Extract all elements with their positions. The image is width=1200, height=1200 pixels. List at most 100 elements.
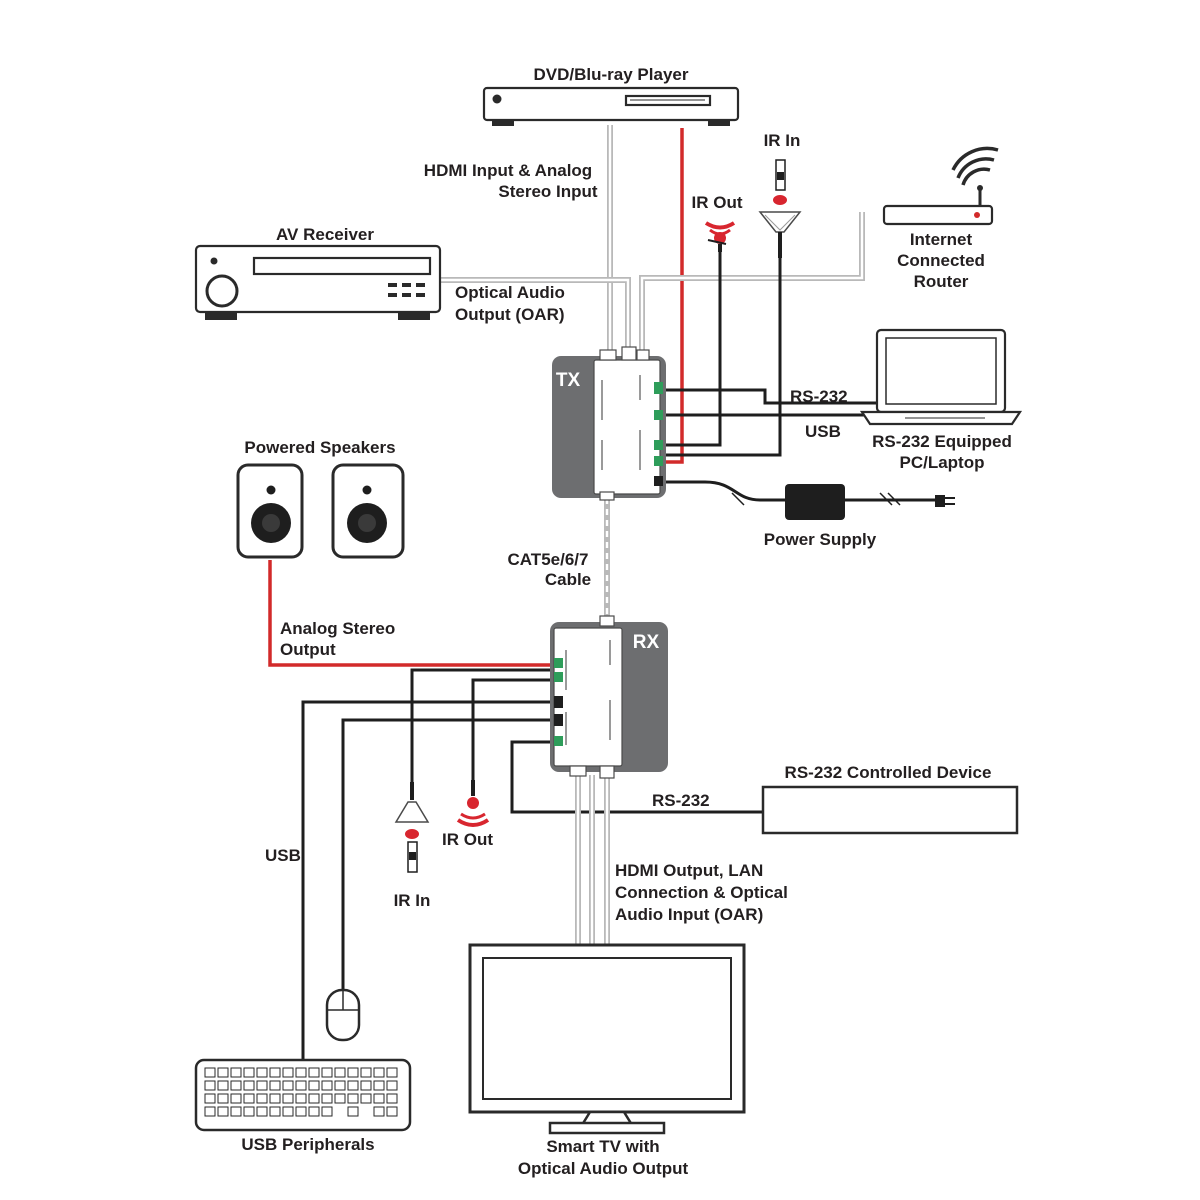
hdmi-input-label-line1: HDMI Input & Analog	[424, 161, 592, 180]
rx-ir-in-label: IR In	[394, 891, 431, 910]
internet-router	[882, 146, 999, 226]
keyboard-key	[282, 1067, 294, 1078]
tv-label-line2: Optical Audio Output	[518, 1159, 689, 1178]
rx-unit	[550, 615, 668, 779]
tv-label-line1: Smart TV with	[546, 1137, 659, 1156]
keyboard-key	[282, 1080, 294, 1091]
cable-dvd-to-tx-analog	[662, 128, 684, 464]
router-label-line3: Router	[914, 272, 969, 291]
cat-cable-label-line1: CAT5e/6/7	[508, 550, 589, 569]
keyboard-key	[256, 1080, 268, 1091]
tx-ir-in-label: IR In	[764, 131, 801, 150]
keyboard-key	[347, 1067, 359, 1078]
tx-ir-out-label: IR Out	[692, 193, 743, 212]
keyboard-key	[230, 1067, 242, 1078]
cable-power-dc	[666, 480, 790, 502]
keyboard-key	[308, 1067, 320, 1078]
keyboard-key	[217, 1093, 229, 1104]
rs232-controlled-device	[761, 785, 1019, 835]
keyboard-key	[347, 1080, 359, 1091]
keyboard-key	[347, 1093, 359, 1104]
keyboard-key	[334, 1067, 346, 1078]
cable-tx-ir-in	[666, 255, 782, 457]
speakers-label: Powered Speakers	[244, 438, 395, 457]
keyboard-key	[269, 1093, 281, 1104]
keyboard-key	[386, 1106, 398, 1117]
keyboard-key	[360, 1093, 372, 1104]
wifi-icon	[951, 146, 999, 186]
cable-receiver-to-tx-optical	[440, 277, 631, 355]
keyboard-key	[204, 1067, 216, 1078]
hdmi-output-label-line1: HDMI Output, LAN	[615, 861, 763, 880]
keyboard-key	[243, 1106, 255, 1117]
keyboard-key	[282, 1106, 294, 1117]
keyboard-key	[295, 1093, 307, 1104]
cables	[268, 125, 935, 1060]
keyboard-key	[269, 1067, 281, 1078]
keyboard-key	[243, 1093, 255, 1104]
keyboard-key	[204, 1106, 216, 1117]
tx-usb-label: USB	[805, 422, 841, 441]
cable-rx-to-speakers	[268, 560, 552, 667]
optical-output-label-line1: Optical Audio	[455, 283, 565, 302]
keyboard-key	[373, 1106, 385, 1117]
av-receiver-label: AV Receiver	[276, 225, 374, 244]
laptop-label-line1: RS-232 Equipped	[872, 432, 1012, 451]
mouse	[325, 988, 361, 1042]
keyboard-key	[256, 1093, 268, 1104]
cable-rx-ir-out	[471, 678, 552, 782]
optical-output-label-line2: Output (OAR)	[455, 305, 565, 324]
keyboard-key	[386, 1067, 398, 1078]
tx-rs232-label: RS-232	[790, 387, 848, 406]
keyboard-key	[360, 1080, 372, 1091]
keyboard-key	[373, 1093, 385, 1104]
speaker-left	[236, 463, 304, 559]
keyboard-key	[321, 1067, 333, 1078]
tx-ir-in-receiver	[758, 159, 802, 258]
cable-router-to-tx-lan	[639, 212, 865, 355]
keyboard-key	[282, 1093, 294, 1104]
power-supply-label: Power Supply	[764, 530, 877, 549]
keyboard-key	[269, 1080, 281, 1091]
rx-unit-label: RX	[633, 632, 660, 653]
power-supply	[731, 484, 955, 520]
keyboard-key	[295, 1106, 307, 1117]
usb-peripherals-label: USB Peripherals	[241, 1135, 374, 1154]
keyboard-key	[321, 1106, 333, 1117]
keyboard-key	[360, 1067, 372, 1078]
keyboard-key	[217, 1106, 229, 1117]
av-receiver	[194, 244, 442, 320]
tx-ir-out-emitter	[704, 221, 736, 252]
keyboard-key	[308, 1080, 320, 1091]
rx-ir-out-emitter	[456, 780, 490, 827]
router-label-line2: Connected	[897, 251, 985, 270]
cable-tx-rs232	[666, 388, 880, 405]
keyboard-key	[386, 1080, 398, 1091]
cable-rx-to-tv	[575, 775, 610, 945]
keyboard-key	[243, 1080, 255, 1091]
tx-unit-label: TX	[556, 370, 581, 391]
router-label-line1: Internet	[910, 230, 973, 249]
keyboard-key	[373, 1080, 385, 1091]
keyboard-key	[243, 1067, 255, 1078]
smart-tv	[468, 943, 746, 1135]
keyboard-keys	[204, 1067, 398, 1117]
keyboard-key	[204, 1080, 216, 1091]
keyboard-key	[217, 1080, 229, 1091]
dvd-player-label: DVD/Blu-ray Player	[534, 65, 689, 84]
cable-tx-ir-out	[666, 250, 722, 447]
cat-cable-label-line2: Cable	[545, 570, 591, 589]
keyboard-key	[204, 1093, 216, 1104]
rs232-device-label: RS-232 Controlled Device	[785, 763, 992, 782]
rx-ir-in-receiver	[394, 782, 430, 873]
rx-usb-label: USB	[265, 846, 301, 865]
keyboard-key	[321, 1093, 333, 1104]
keyboard-key	[217, 1067, 229, 1078]
rx-rs232-label: RS-232	[652, 791, 710, 810]
laptop-label-line2: PC/Laptop	[900, 453, 985, 472]
laptop	[859, 328, 1023, 426]
hdmi-output-label-line3: Audio Input (OAR)	[615, 905, 763, 924]
keyboard-key	[373, 1067, 385, 1078]
keyboard-key	[269, 1106, 281, 1117]
